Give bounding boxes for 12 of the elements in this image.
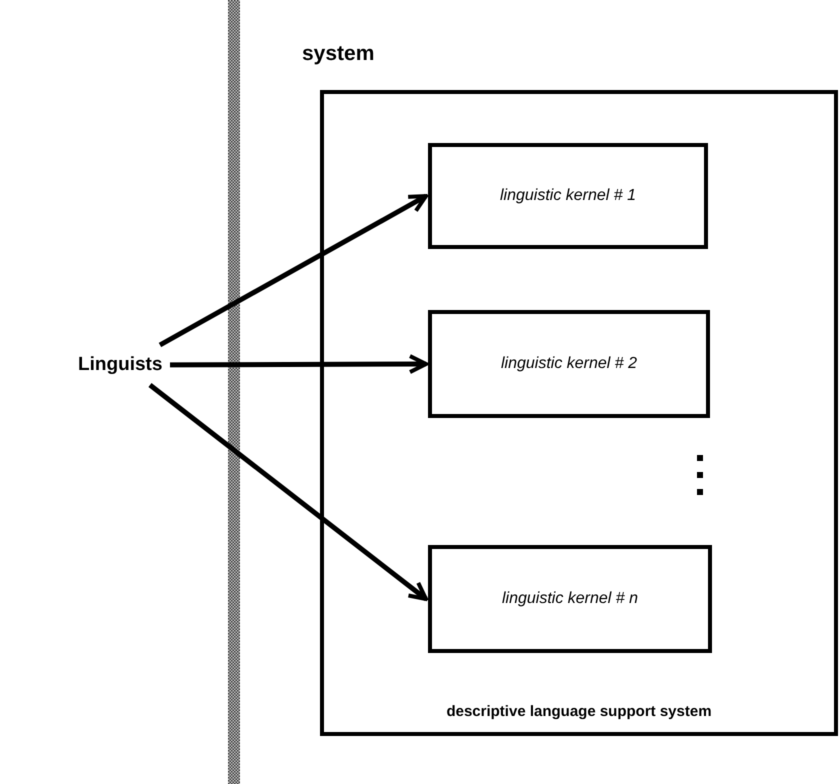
kernel-box bbox=[428, 143, 708, 249]
kernel-box bbox=[428, 545, 712, 653]
box-label: linguistic kernel # 1 bbox=[500, 187, 636, 205]
arrow bbox=[170, 354, 428, 374]
box-label: linguistic kernel # 2 bbox=[500, 355, 638, 373]
box-label: linguistic kernel # n bbox=[502, 590, 638, 608]
kernel-box bbox=[428, 310, 710, 418]
frame-caption: descriptive language support system bbox=[445, 703, 713, 720]
arrow bbox=[158, 194, 428, 348]
arrow bbox=[148, 383, 428, 601]
actor-label: Linguists bbox=[78, 351, 162, 379]
frame-title: system bbox=[302, 42, 374, 66]
